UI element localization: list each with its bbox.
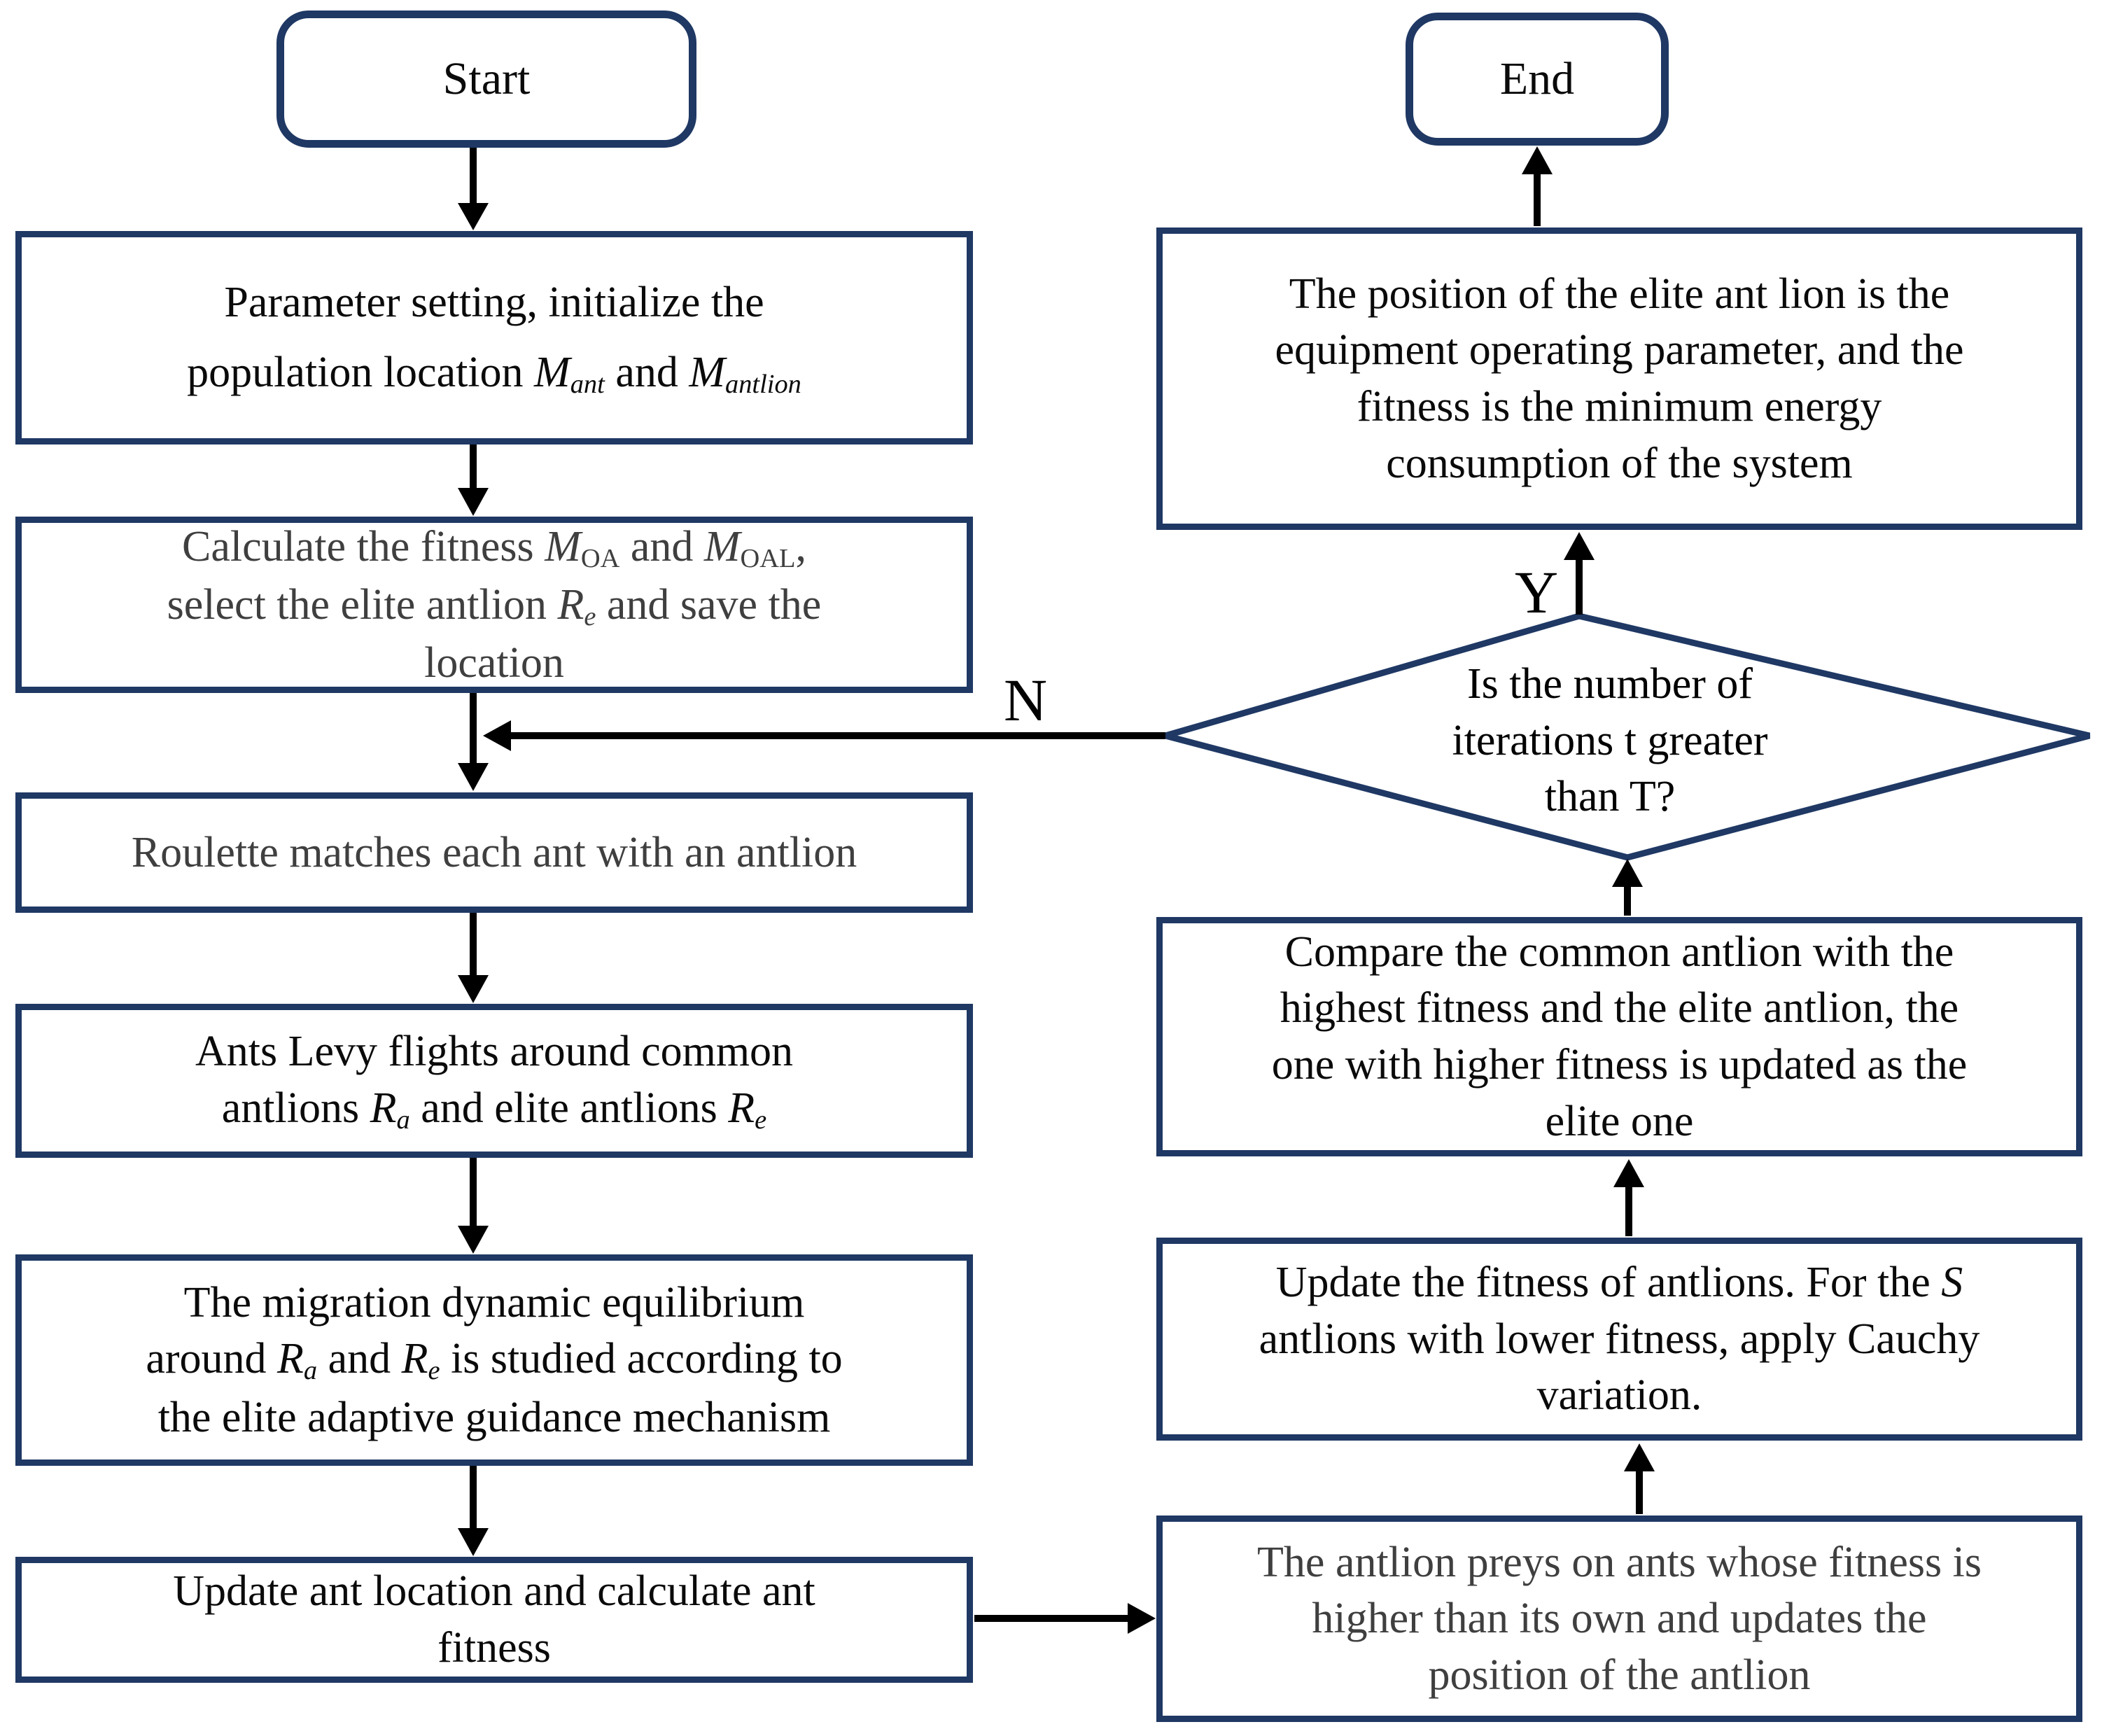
arrow-parameter-to-fitness — [458, 444, 489, 516]
arrow-cauchy-to-compare — [1613, 1159, 1644, 1236]
node-end: End — [1406, 13, 1669, 146]
node-roulette-match: Roulette matches each ant with an antlio… — [15, 792, 973, 913]
node-cauchy-variation: Update the fitness of antlions. For the … — [1156, 1238, 2082, 1441]
arrow-no-branch — [483, 720, 1165, 751]
arrow-migration-to-update-ant — [458, 1466, 489, 1556]
node-elite-result: The position of the elite ant lion is th… — [1156, 227, 2082, 530]
decision-diamond-shape — [1154, 612, 2091, 861]
label-yes: Y — [1514, 559, 1559, 626]
arrow-update-ant-to-prey — [974, 1603, 1156, 1634]
node-start: Start — [276, 10, 696, 148]
arrow-levy-to-migration — [458, 1158, 489, 1254]
arrow-result-to-end — [1522, 146, 1553, 226]
arrow-start-to-parameter — [458, 148, 489, 230]
node-calculate-fitness: Calculate the fitness MOA and MOAL,selec… — [15, 517, 973, 693]
arrow-compare-to-decision — [1612, 859, 1643, 916]
arrow-prey-to-cauchy — [1624, 1443, 1655, 1514]
arrow-yes-branch — [1564, 532, 1595, 615]
node-antlion-preys: The antlion preys on ants whose fitness … — [1156, 1516, 2082, 1722]
label-no: N — [1003, 666, 1048, 734]
arrow-roulette-to-levy — [458, 913, 489, 1003]
arrow-fitness-to-roulette — [458, 693, 489, 791]
